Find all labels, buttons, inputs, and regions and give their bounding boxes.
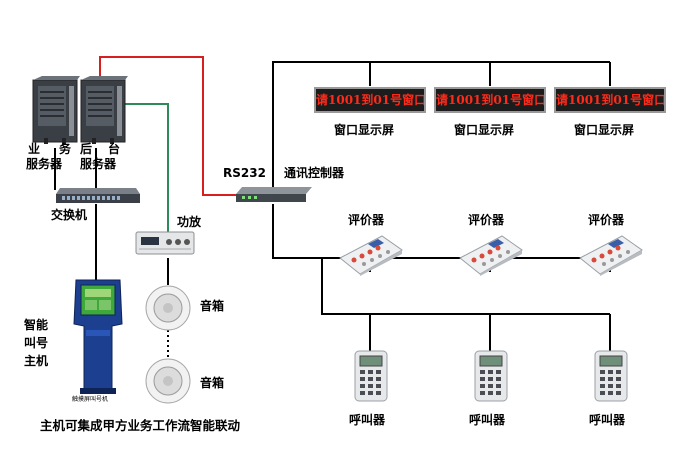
kiosk-label-line-1: 智能 bbox=[23, 318, 48, 332]
backend-server-label-bottom: 服务器 bbox=[80, 157, 117, 171]
evaluator-label-3: 评价器 bbox=[588, 213, 625, 227]
caller-label-1: 呼叫器 bbox=[349, 413, 386, 427]
window-display-label-3: 窗口显示屏 bbox=[574, 123, 635, 137]
display-bus bbox=[272, 61, 610, 192]
caller-label-2: 呼叫器 bbox=[469, 413, 506, 427]
smart-kiosk-icon bbox=[73, 279, 123, 394]
caller-label-3: 呼叫器 bbox=[589, 413, 626, 427]
evaluator-label-1: 评价器 bbox=[348, 213, 385, 227]
backend-server-label-top-1: 后 bbox=[80, 142, 93, 156]
backend-server-icon bbox=[80, 76, 128, 144]
business-server-label-top-right: 务 bbox=[59, 142, 72, 156]
red-wire bbox=[99, 56, 238, 196]
caller-icon-1 bbox=[354, 350, 388, 402]
evaluator-label-2: 评价器 bbox=[468, 213, 505, 227]
window-display-3: 请1001到01号窗口 bbox=[554, 87, 666, 113]
backend-server-label-top-2: 台 bbox=[108, 142, 121, 156]
window-display-2: 请1001到01号窗口 bbox=[434, 87, 546, 113]
speaker-icon-1 bbox=[145, 285, 191, 331]
amplifier-icon bbox=[135, 231, 195, 255]
window-display-label-1: 窗口显示屏 bbox=[334, 123, 395, 137]
business-server-label-bottom: 服务器 bbox=[26, 157, 63, 171]
switch-label: 交换机 bbox=[51, 208, 88, 222]
caller-icon-3 bbox=[594, 350, 628, 402]
evaluator-icon-1 bbox=[339, 235, 403, 276]
evaluator-icon-3 bbox=[579, 235, 643, 276]
window-display-label-2: 窗口显示屏 bbox=[454, 123, 515, 137]
evaluator-icon-2 bbox=[459, 235, 523, 276]
kiosk-caption: 触摸屏叫号机 bbox=[72, 396, 109, 403]
speaker-icon-2 bbox=[145, 358, 191, 404]
caller-bus bbox=[321, 258, 610, 315]
green-wire bbox=[125, 103, 169, 233]
network-switch-icon bbox=[56, 188, 140, 203]
controller-icon bbox=[236, 187, 312, 202]
window-display-1: 请1001到01号窗口 bbox=[314, 87, 426, 113]
kiosk-label-line-2: 叫号 bbox=[23, 336, 48, 350]
rs232-label: RS232 bbox=[223, 166, 266, 180]
speaker-label-1: 音箱 bbox=[200, 299, 225, 313]
evaluator-bus bbox=[272, 204, 610, 259]
business-server-label-top: 业 bbox=[28, 142, 41, 156]
controller-label: 通讯控制器 bbox=[284, 166, 345, 180]
amplifier-label: 功放 bbox=[177, 215, 202, 229]
caller-icon-2 bbox=[474, 350, 508, 402]
speaker-label-2: 音箱 bbox=[200, 376, 225, 390]
bottom-note: 主机可集成甲方业务工作流智能联动 bbox=[40, 418, 241, 433]
kiosk-label-line-3: 主机 bbox=[23, 354, 48, 368]
business-server-icon bbox=[32, 76, 80, 144]
